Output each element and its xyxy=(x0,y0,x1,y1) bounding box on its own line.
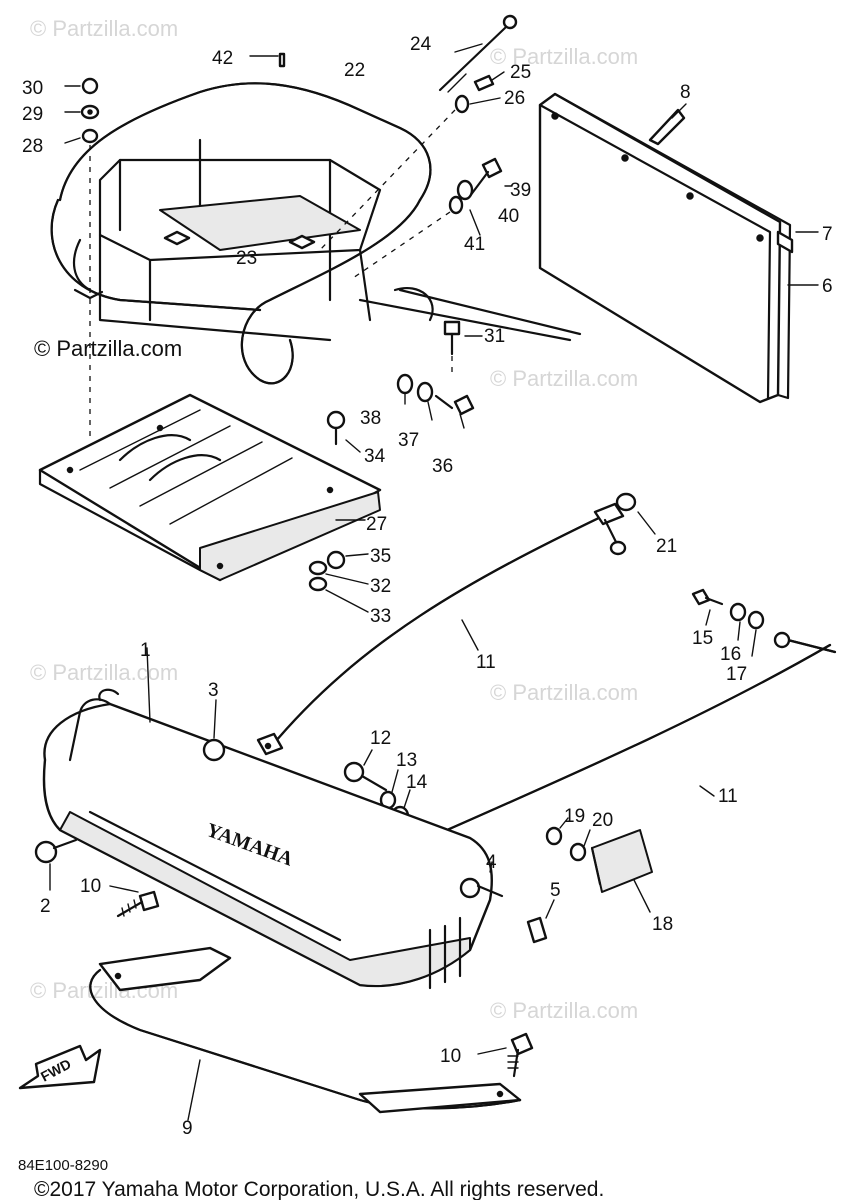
copyright-notice: ©2017 Yamaha Motor Corporation, U.S.A. A… xyxy=(34,1178,604,1200)
callout: 32 xyxy=(370,576,391,597)
callout: 3 xyxy=(208,680,219,701)
callout: 39 xyxy=(510,180,531,201)
callout: 35 xyxy=(370,546,391,567)
part-bolt-31 xyxy=(443,320,483,372)
callout: 36 xyxy=(432,456,453,477)
callout: 4 xyxy=(486,852,497,873)
callout: 12 xyxy=(370,728,391,749)
callout: 24 xyxy=(410,34,432,55)
callout: 8 xyxy=(680,82,691,103)
part-hardware-top-left xyxy=(64,52,286,440)
callout: 1 xyxy=(140,640,151,661)
callout: 10 xyxy=(440,1046,461,1067)
watermark-strong: © Partzilla.com xyxy=(34,336,182,361)
callout: 18 xyxy=(652,914,673,935)
callout: 20 xyxy=(592,810,613,831)
callout: 30 xyxy=(22,78,43,99)
part-rack xyxy=(50,82,434,385)
watermark: © Partzilla.com xyxy=(490,44,638,69)
callout: 19 xyxy=(564,806,585,827)
callout: 40 xyxy=(498,206,519,227)
callout: 17 xyxy=(726,664,747,685)
callout: 29 xyxy=(22,104,43,125)
part-floor-plate xyxy=(38,393,382,582)
callout: 10 xyxy=(80,876,101,897)
callout: 42 xyxy=(212,48,233,69)
callout: 38 xyxy=(360,408,381,429)
fwd-arrow-icon: FWD xyxy=(18,1044,102,1090)
callout: 6 xyxy=(822,276,833,297)
part-reflector-18-20 xyxy=(545,817,653,913)
callout: 34 xyxy=(364,446,386,467)
diagram-code: 84E100-8290 xyxy=(18,1157,108,1174)
part-bolt-10-right xyxy=(477,1032,534,1078)
callout: 28 xyxy=(22,136,43,157)
callout: 21 xyxy=(656,536,677,557)
callout-layer: 1 2 3 4 5 6 7 8 9 10 10 11 11 12 13 14 1… xyxy=(22,34,833,1139)
callout: 33 xyxy=(370,606,391,627)
watermark: © Partzilla.com xyxy=(490,998,638,1023)
part-bolt-39-41 xyxy=(349,157,513,281)
callout: 11 xyxy=(476,652,496,673)
part-bolt-10-left xyxy=(109,885,160,918)
part-rod-24 xyxy=(319,14,518,251)
part-hardware-32-35 xyxy=(308,550,369,613)
part-lower-bar-9 xyxy=(89,946,522,1121)
callout: 31 xyxy=(484,326,505,347)
callout: 22 xyxy=(344,60,365,81)
part-hardware-4-5 xyxy=(459,861,555,944)
callout: 14 xyxy=(406,772,428,793)
callout: 26 xyxy=(504,88,525,109)
callout: 13 xyxy=(396,750,417,771)
part-hardware-34-38 xyxy=(326,373,475,453)
callout: 9 xyxy=(182,1118,193,1139)
callout: 25 xyxy=(510,62,531,83)
part-hardware-2-3 xyxy=(34,699,226,891)
watermark: © Partzilla.com xyxy=(30,16,178,41)
callout: 41 xyxy=(464,234,485,255)
callout: 7 xyxy=(822,224,833,245)
watermark: © Partzilla.com xyxy=(490,680,638,705)
part-license-plate xyxy=(358,92,819,404)
callout: 2 xyxy=(40,896,51,917)
callout: 27 xyxy=(366,514,387,535)
callout: 5 xyxy=(550,880,561,901)
watermark: © Partzilla.com xyxy=(490,366,638,391)
callout: 16 xyxy=(720,644,741,665)
callout: 11 xyxy=(718,786,738,807)
part-stay-11-lower xyxy=(408,588,837,852)
watermark: © Partzilla.com xyxy=(30,660,178,685)
part-bumper: YAMAHA xyxy=(42,647,493,990)
callout: 23 xyxy=(236,248,257,269)
callout: 15 xyxy=(692,628,713,649)
part-stay-11-upper xyxy=(256,492,656,756)
callout: 37 xyxy=(398,430,419,451)
watermark-layer: © Partzilla.com © Partzilla.com © Partzi… xyxy=(30,16,638,1023)
